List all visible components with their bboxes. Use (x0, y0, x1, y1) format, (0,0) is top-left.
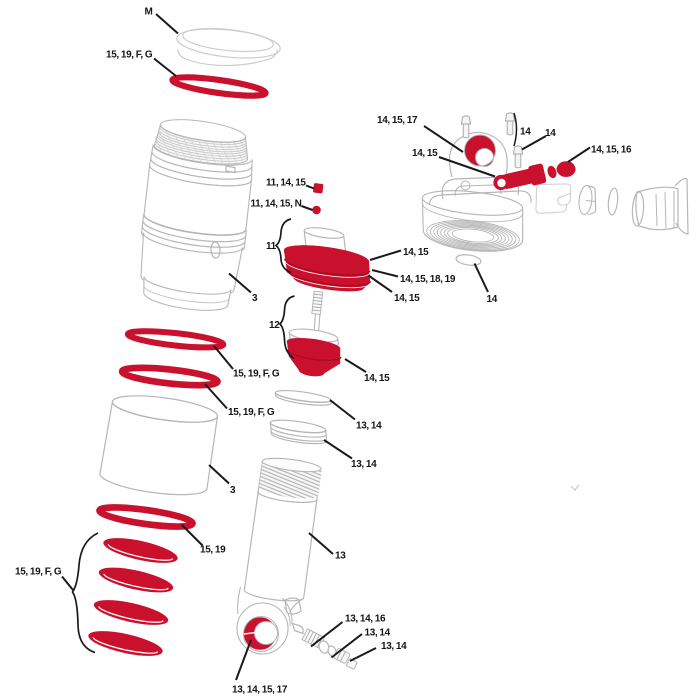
svg-text:12: 12 (269, 320, 280, 331)
svg-text:14: 14 (520, 127, 531, 138)
svg-text:3: 3 (230, 485, 236, 496)
svg-text:14, 15: 14, 15 (412, 148, 438, 159)
svg-text:15, 19, F, G: 15, 19, F, G (15, 567, 62, 578)
svg-text:13, 14, 16: 13, 14, 16 (345, 614, 386, 625)
svg-text:13: 13 (335, 551, 346, 562)
svg-text:13, 14: 13, 14 (356, 421, 382, 432)
svg-text:15, 19, F, G: 15, 19, F, G (106, 50, 153, 61)
svg-text:15, 19, F, G: 15, 19, F, G (228, 407, 275, 418)
svg-text:14: 14 (487, 294, 498, 305)
svg-text:3: 3 (252, 293, 258, 304)
svg-text:14, 15: 14, 15 (364, 373, 390, 384)
svg-text:14, 15: 14, 15 (403, 247, 429, 258)
svg-text:13, 14: 13, 14 (381, 641, 407, 652)
svg-text:13, 14, 15, 17: 13, 14, 15, 17 (232, 685, 288, 696)
svg-text:13, 14: 13, 14 (365, 628, 391, 639)
svg-text:M: M (145, 7, 153, 18)
svg-text:15, 19: 15, 19 (200, 545, 226, 556)
svg-text:14, 15, 17: 14, 15, 17 (377, 115, 418, 126)
svg-text:14: 14 (545, 128, 556, 139)
svg-text:11, 14, 15: 11, 14, 15 (266, 178, 306, 189)
svg-text:14, 15, 16: 14, 15, 16 (591, 145, 632, 156)
svg-text:13, 14: 13, 14 (351, 459, 377, 470)
svg-text:14, 15, 18, 19: 14, 15, 18, 19 (400, 274, 456, 285)
svg-text:11, 14, 15, N: 11, 14, 15, N (251, 199, 302, 210)
svg-text:15, 19, F, G: 15, 19, F, G (233, 369, 280, 380)
svg-text:11: 11 (266, 241, 277, 252)
svg-text:14, 15: 14, 15 (394, 293, 420, 304)
